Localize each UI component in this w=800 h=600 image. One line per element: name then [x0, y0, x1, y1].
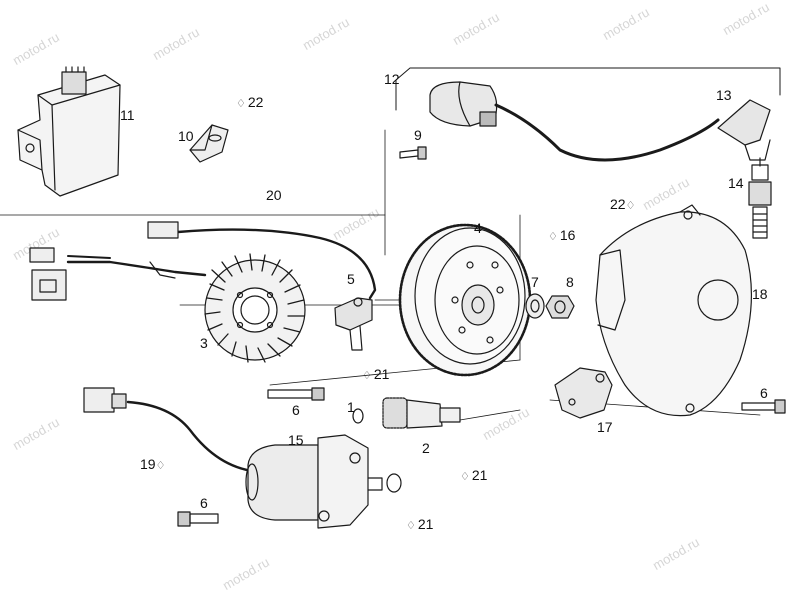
washer-part [525, 293, 545, 319]
drop-icon: ♢ [460, 471, 470, 483]
callout-number: 4 [474, 220, 482, 236]
callout-number-text: 21 [471, 467, 488, 483]
callout-number: 8 [566, 274, 574, 290]
callout-number-text: 22 [610, 196, 626, 212]
leader-line [395, 67, 781, 96]
pickup-sensor-part [334, 297, 373, 351]
stator-part [204, 253, 306, 363]
callout-number-text: 21 [373, 366, 390, 382]
screw-part [399, 146, 427, 160]
o-ring-part [386, 473, 402, 493]
callout-number: ♢21 [362, 367, 389, 382]
bracket-part [554, 367, 613, 419]
callout-number: 20 [266, 187, 282, 203]
callout-number: 18 [752, 286, 768, 302]
callout-number: 19♢ [140, 457, 167, 472]
ignition-coil-part [429, 81, 720, 162]
callout-number: 6 [760, 385, 768, 401]
callout-number: 3 [200, 335, 208, 351]
bolt-part [267, 387, 325, 401]
callout-number: ♢16 [548, 228, 575, 243]
callout-number: 2 [422, 440, 430, 456]
flywheel-part [398, 223, 532, 377]
spark-plug-cap-part [717, 99, 771, 161]
callout-number: ♢22 [236, 95, 263, 110]
starter-gear-part [382, 397, 461, 429]
callout-number: 14 [728, 175, 744, 191]
drop-icon: ♢ [548, 231, 558, 243]
drop-icon: ♢ [236, 98, 246, 110]
callout-number: 22♢ [610, 197, 637, 212]
cdi-unit-part [17, 66, 121, 197]
callout-number: 9 [414, 127, 422, 143]
callout-number: 12 [384, 71, 400, 87]
drop-icon: ♢ [625, 200, 636, 212]
spark-plug-part [748, 157, 772, 239]
rubber-block-part [189, 124, 229, 163]
bolt-part [177, 511, 219, 527]
callout-number: 10 [178, 128, 194, 144]
callout-number: 7 [531, 274, 539, 290]
callout-number-text: 22 [247, 94, 264, 110]
callout-number: 1 [347, 399, 355, 415]
nut-part [545, 295, 575, 319]
callout-number: 6 [292, 402, 300, 418]
callout-number-text: 21 [417, 516, 434, 532]
callout-number: 13 [716, 87, 732, 103]
callout-number: ♢21 [406, 517, 433, 532]
callout-number-text: 16 [559, 227, 576, 243]
starter-cable-part [83, 387, 264, 474]
drop-icon: ♢ [406, 520, 416, 532]
bolt-part [741, 399, 786, 414]
flywheel-cover-part [595, 204, 753, 417]
callout-number: 11 [120, 107, 135, 123]
callout-number: 5 [347, 271, 355, 287]
drop-icon: ♢ [362, 370, 372, 382]
callout-number: ♢21 [460, 468, 487, 483]
starter-motor-part [245, 434, 383, 529]
drop-icon: ♢ [155, 460, 166, 472]
callout-number: 6 [200, 495, 208, 511]
callout-number: 17 [597, 419, 613, 435]
callout-number-text: 19 [140, 456, 156, 472]
stator-harness-part [29, 221, 377, 301]
callout-number: 15 [288, 432, 304, 448]
o-ring-part [352, 408, 364, 424]
